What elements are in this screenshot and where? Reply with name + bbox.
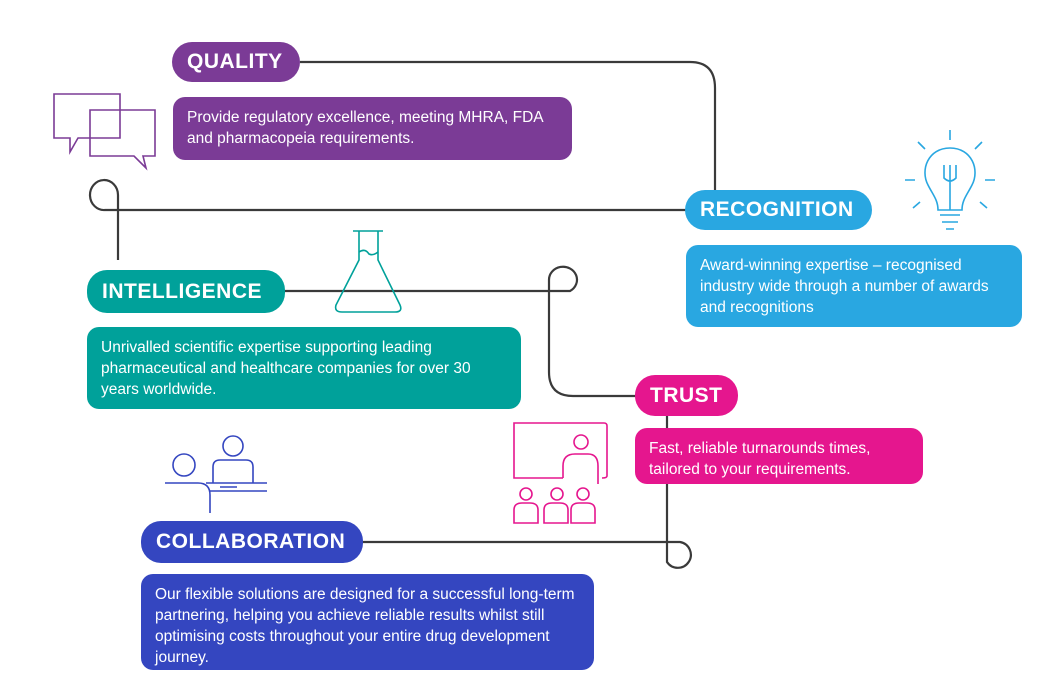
- quality-text: Provide regulatory excellence, meeting M…: [187, 109, 543, 147]
- quality-title: QUALITY: [187, 50, 283, 73]
- lightbulb-icon: [905, 130, 995, 230]
- collaboration-text: Our flexible solutions are designed for …: [155, 586, 575, 666]
- intelligence-pill: INTELLIGENCE: [87, 270, 285, 313]
- presenter-icon: [513, 422, 608, 524]
- trust-text: Fast, reliable turnarounds times, tailor…: [649, 440, 871, 478]
- flask-icon: [334, 230, 402, 313]
- quality-pill: QUALITY: [172, 42, 300, 82]
- recognition-pill: RECOGNITION: [685, 190, 872, 230]
- intelligence-title: INTELLIGENCE: [102, 279, 263, 303]
- connector-trust-collaboration: [363, 416, 692, 569]
- intelligence-description: Unrivalled scientific expertise supporti…: [87, 327, 521, 409]
- trust-title: TRUST: [650, 383, 723, 407]
- collaboration-title: COLLABORATION: [156, 530, 346, 553]
- intelligence-text: Unrivalled scientific expertise supporti…: [101, 339, 471, 398]
- speech-bubbles-icon: [53, 93, 156, 171]
- recognition-title: RECOGNITION: [700, 198, 854, 221]
- connector-intelligence-trust: [285, 265, 636, 398]
- quality-description: Provide regulatory excellence, meeting M…: [173, 97, 572, 160]
- connector-recognition-intelligence: [88, 179, 686, 260]
- connector-quality-recognition: [300, 60, 717, 192]
- collaboration-description: Our flexible solutions are designed for …: [141, 574, 594, 670]
- meeting-icon: [165, 435, 267, 513]
- trust-description: Fast, reliable turnarounds times, tailor…: [635, 428, 923, 484]
- trust-pill: TRUST: [635, 375, 738, 416]
- collaboration-pill: COLLABORATION: [141, 521, 363, 563]
- recognition-text: Award-winning expertise – recognised ind…: [700, 257, 989, 316]
- recognition-description: Award-winning expertise – recognised ind…: [686, 245, 1022, 327]
